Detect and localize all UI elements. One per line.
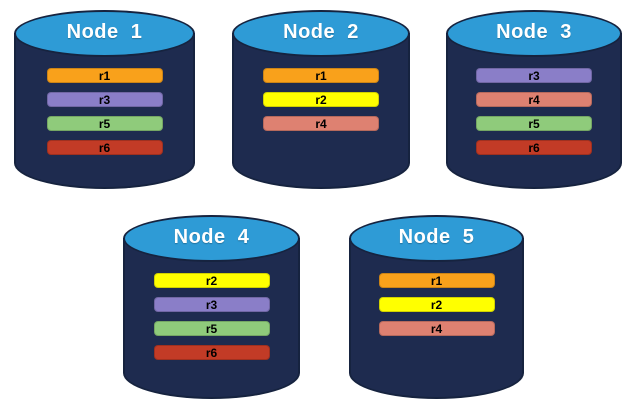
replica-list: r2 r3 r5 r6 [123, 273, 300, 360]
database-node: Node 5 r1 r2 r4 [349, 215, 524, 399]
replica-bar: r1 [46, 68, 163, 83]
cylinder-top: Node 1 [14, 10, 195, 57]
replica-bar: r2 [378, 297, 495, 312]
replica-bar: r2 [153, 273, 270, 288]
cylinder-top: Node 3 [446, 10, 622, 57]
replica-bar: r1 [378, 273, 495, 288]
replica-bar: r3 [46, 92, 163, 107]
replica-label: r1 [98, 68, 111, 83]
database-node: Node 3 r3 r4 r5 r6 [446, 10, 622, 189]
replica-list: r1 r3 r5 r6 [14, 68, 195, 155]
replica-label: r1 [430, 273, 443, 288]
replica-bar: r5 [153, 321, 270, 336]
node-title: Node 2 [283, 21, 359, 43]
cylinder-top: Node 5 [349, 215, 524, 262]
replica-label: r5 [528, 116, 540, 131]
replica-bar: r6 [153, 345, 270, 360]
replica-label: r3 [528, 68, 540, 83]
cylinder-top: Node 2 [232, 10, 410, 57]
replica-label: r3 [98, 92, 111, 107]
replica-bar: r6 [46, 140, 163, 155]
replica-label: r1 [315, 68, 327, 83]
replica-label: r2 [430, 297, 443, 312]
replica-bar: r5 [46, 116, 163, 131]
replica-bar: r3 [153, 297, 270, 312]
replica-bar: r4 [476, 92, 592, 107]
replica-label: r5 [205, 321, 218, 336]
replica-list: r1 r2 r4 [349, 273, 524, 336]
replica-bar: r1 [263, 68, 379, 83]
node-title: Node 1 [66, 21, 143, 43]
cylinder-body [446, 33, 622, 189]
replica-label: r5 [98, 116, 111, 131]
database-node: Node 2 r1 r2 r4 [232, 10, 410, 189]
cylinder-body [349, 238, 524, 399]
replica-label: r6 [528, 140, 540, 155]
replica-label: r6 [98, 140, 111, 155]
cylinder-body [14, 33, 195, 189]
replica-list: r3 r4 r5 r6 [446, 68, 622, 155]
replica-bar: r4 [378, 321, 495, 336]
node-title: Node 4 [173, 226, 250, 248]
replica-label: r6 [205, 345, 218, 360]
replica-label: r4 [528, 92, 540, 107]
replica-label: r2 [315, 92, 327, 107]
replica-label: r3 [205, 297, 218, 312]
database-node: Node 1 r1 r3 r5 r6 [14, 10, 195, 189]
database-node: Node 4 r2 r3 r5 r6 [123, 215, 300, 399]
replica-bar: r5 [476, 116, 592, 131]
replica-label: r2 [205, 273, 218, 288]
replica-bar: r3 [476, 68, 592, 83]
replica-bar: r4 [263, 116, 379, 131]
cylinder-top: Node 4 [123, 215, 300, 262]
node-title: Node 3 [496, 21, 572, 43]
replica-bar: r6 [476, 140, 592, 155]
replica-list: r1 r2 r4 [232, 68, 410, 131]
replica-label: r4 [315, 116, 327, 131]
node-title: Node 5 [398, 226, 475, 248]
replica-label: r4 [430, 321, 443, 336]
cylinder-body [232, 33, 410, 189]
cylinder-body [123, 238, 300, 399]
replica-bar: r2 [263, 92, 379, 107]
